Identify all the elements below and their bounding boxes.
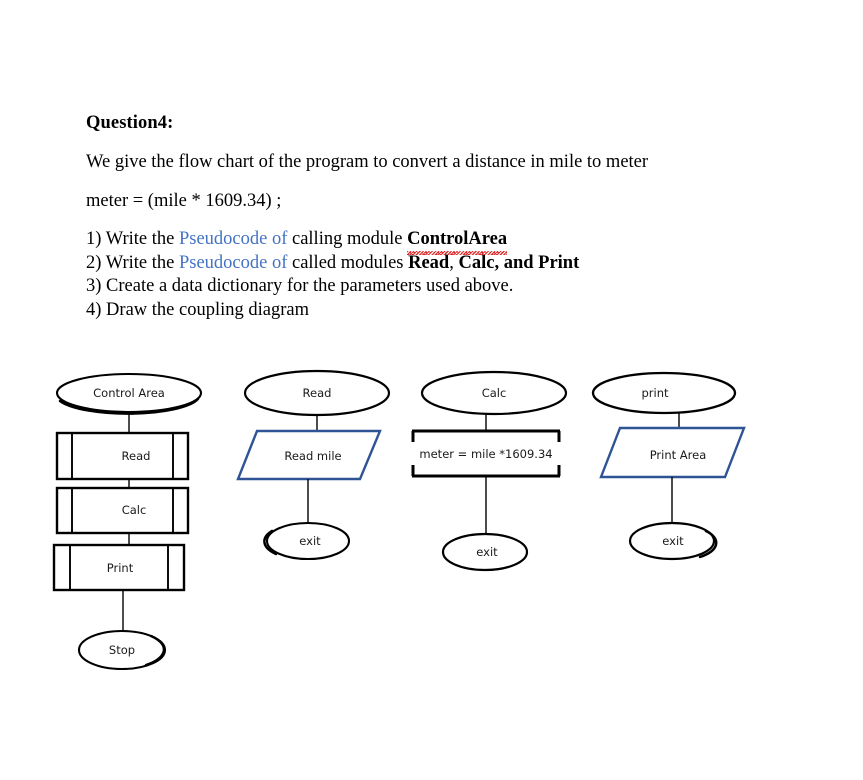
question-text-block: Question4: We give the flow chart of the… <box>86 110 736 322</box>
input-read-mile: Read mile <box>236 429 382 481</box>
task-1-pre: Write the <box>105 229 175 249</box>
flowchart-read: Read Read mile exit <box>236 369 391 561</box>
task-3-number: 3) <box>86 276 102 296</box>
task-2-pre: Write the <box>105 252 175 273</box>
flowchart-control-area: Control Area Read Calc Print <box>52 372 203 671</box>
process-control-print: Print <box>52 543 186 592</box>
task-2-mid: called modules <box>292 252 404 273</box>
terminator-read: Read <box>243 369 391 417</box>
terminator-control-area-label: Control Area <box>93 386 165 400</box>
flowchart-calc: Calc meter = mile *1609.34 exit <box>411 370 568 572</box>
task-2-blue-phrase: Pseudocode of <box>178 252 288 273</box>
task-1-number: 1) <box>86 229 102 249</box>
terminator-print: print <box>591 371 737 415</box>
task-4-text: Draw the coupling diagram <box>106 299 309 320</box>
task-1-module-name: ControlArea <box>407 228 508 255</box>
process-control-calc-label: Calc <box>122 503 147 517</box>
terminator-read-exit: exit <box>263 521 351 561</box>
intro-paragraph: We give the flow chart of the program to… <box>86 152 649 172</box>
flowchart-print: print Print Area exit <box>591 371 746 561</box>
terminator-read-exit-label: exit <box>299 534 321 548</box>
formula-paragraph: meter = (mile * 1609.34) ; <box>86 191 282 211</box>
terminator-calc: Calc <box>420 370 568 416</box>
terminator-print-exit-label: exit <box>662 534 684 548</box>
terminator-read-label: Read <box>303 386 332 400</box>
terminator-calc-label: Calc <box>482 386 507 400</box>
terminator-print-exit: exit <box>628 521 718 561</box>
process-control-read-label: Read <box>122 449 151 463</box>
terminator-stop-label: Stop <box>109 643 135 657</box>
page-title: Question4: <box>86 113 174 133</box>
output-print-area-label: Print Area <box>650 448 707 462</box>
process-control-read: Read <box>55 431 190 481</box>
task-2-number: 2) <box>86 252 102 273</box>
process-calc-formula: meter = mile *1609.34 <box>411 429 561 478</box>
output-print-area: Print Area <box>599 426 746 479</box>
task-2-module-read: Read <box>408 252 450 273</box>
terminator-calc-exit-label: exit <box>476 545 498 559</box>
task-1-mid: calling module <box>292 229 403 249</box>
task-item-3: 3) Create a data dictionary for the para… <box>86 275 736 299</box>
task-2-modules-calc-print: Calc, and Print <box>458 252 580 273</box>
task-list: 1) Write the Pseudocode of calling modul… <box>86 228 736 322</box>
task-item-2: 2) Write the Pseudocode of called module… <box>86 252 736 276</box>
task-4-number: 4) <box>86 299 102 320</box>
terminator-control-area: Control Area <box>55 372 203 415</box>
task-item-4: 4) Draw the coupling diagram <box>86 299 736 323</box>
input-read-mile-label: Read mile <box>284 449 341 463</box>
terminator-print-label: print <box>641 386 669 400</box>
task-item-1: 1) Write the Pseudocode of calling modul… <box>86 228 736 255</box>
task-2-separator: , <box>449 252 454 273</box>
task-1-blue-phrase: Pseudocode of <box>178 229 288 249</box>
task-3-text: Create a data dictionary for the paramet… <box>106 276 514 296</box>
process-control-calc: Calc <box>55 486 190 535</box>
process-calc-formula-label: meter = mile *1609.34 <box>419 447 552 461</box>
flowchart-diagram-area: Control Area Read Calc Print <box>0 355 863 685</box>
terminator-calc-exit: exit <box>441 532 529 572</box>
process-control-print-label: Print <box>107 561 134 575</box>
terminator-stop: Stop <box>77 629 167 671</box>
